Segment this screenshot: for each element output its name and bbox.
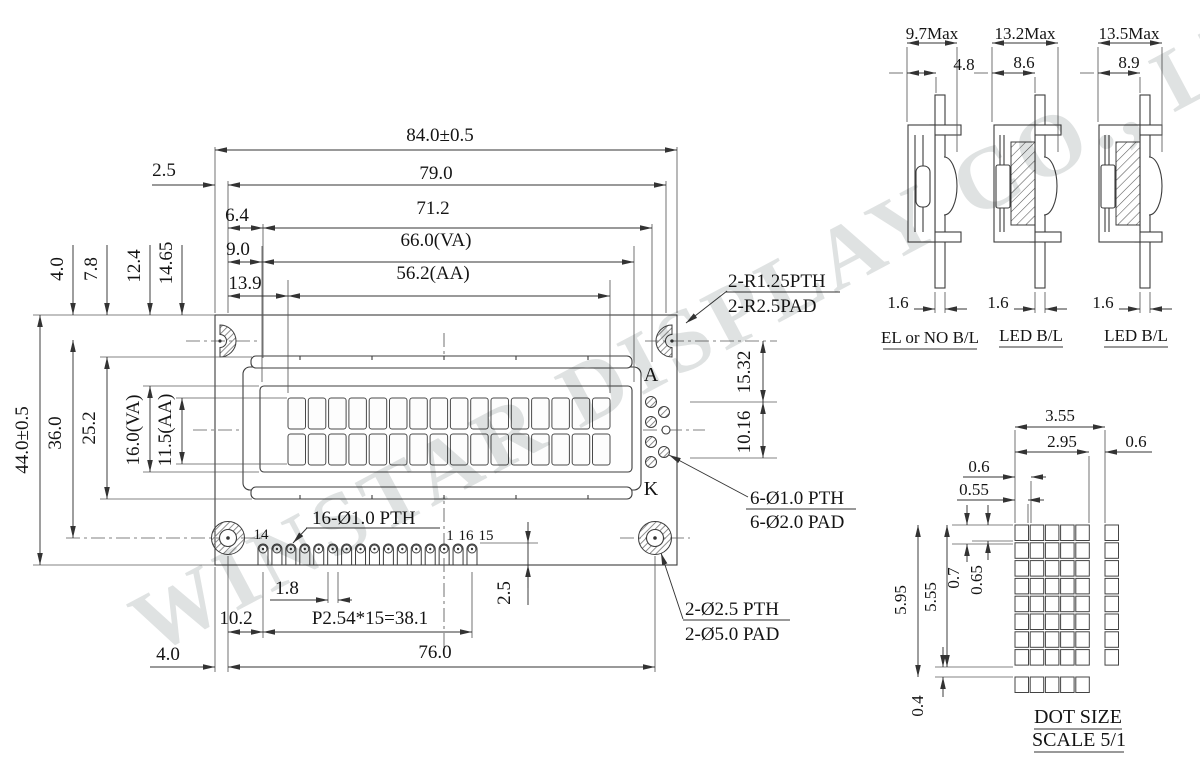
bezel-tab-strip-top <box>250 355 633 369</box>
anode-label: A <box>644 364 659 386</box>
side-view-led-1: 13.2Max 8.6 1.6 LED B/L <box>974 24 1067 348</box>
dim-0-4: 0.4 <box>908 695 927 717</box>
dot-matrix-cursor-row <box>1014 676 1090 693</box>
dim-2-5-top: 2.5 <box>152 160 176 181</box>
bezel-tab-strip-bottom <box>250 486 633 500</box>
elastomer <box>915 165 931 208</box>
reflector <box>1100 164 1116 209</box>
dim-overall-width: 84.0±0.5 <box>406 125 473 146</box>
viewing-area <box>259 385 633 473</box>
dim-13-5max: 13.5Max <box>1099 24 1160 43</box>
led-backlight-block <box>1115 141 1141 226</box>
dim-aa-height: 11.5(AA) <box>155 394 176 467</box>
pin-row <box>257 543 478 565</box>
dim-15-32: 15.32 <box>734 351 755 394</box>
reflector <box>995 164 1011 209</box>
dim-overall-height: 44.0±0.5 <box>12 406 33 473</box>
dim-pcb-1-6-c: 1.6 <box>1092 293 1113 312</box>
dot-size-title: DOT SIZE <box>1034 706 1122 728</box>
dim-12-4: 12.4 <box>124 249 145 283</box>
note-mount-holes-1: 2-Ø2.5 PTH <box>685 599 779 620</box>
cob-epoxy-bump <box>1043 156 1058 216</box>
cob-epoxy-bump <box>1148 156 1163 216</box>
dimensions-right: 15.32 10.16 2-R1.25PTH 2-R2.5PAD 6-Ø1.0 … <box>668 271 856 533</box>
label-led-bl-1: LED B/L <box>999 326 1063 345</box>
dim-9: 9.0 <box>226 239 250 260</box>
front-view: A K 14 1 16 15 84.0 <box>12 125 856 672</box>
dot-matrix-main <box>1014 524 1090 666</box>
dimensions-bottom: 1.8 10.2 P2.54*15=38.1 2.5 76.0 4.0 16-Ø… <box>150 508 790 672</box>
dim-2-5-bottom: 2.5 <box>494 581 515 605</box>
dim-0-55: 0.55 <box>959 480 989 499</box>
dimensions-top: 84.0±0.5 79.0 2.5 6.4 71.2 9.0 66.0(VA) … <box>152 125 678 393</box>
corner-notch-left <box>218 324 237 358</box>
dim-71-2: 71.2 <box>416 198 449 219</box>
dim-2-95: 2.95 <box>1047 432 1077 451</box>
dim-pitch: P2.54*15=38.1 <box>312 608 428 629</box>
dim-va-width: 66.0(VA) <box>401 230 472 251</box>
dim-5-55: 5.55 <box>921 582 940 612</box>
cob-epoxy-bump <box>943 156 958 216</box>
dim-pcb-1-6-b: 1.6 <box>987 293 1008 312</box>
dim-3-55: 3.55 <box>1045 406 1075 425</box>
dim-pcb-1-6-a: 1.6 <box>887 293 908 312</box>
dim-7-8: 7.8 <box>81 257 102 281</box>
dim-36: 36.0 <box>45 416 66 449</box>
character-cell-grid <box>287 397 611 466</box>
label-led-bl-2: LED B/L <box>1104 326 1168 345</box>
pin-label-14: 14 <box>254 527 270 543</box>
dim-4-bottom: 4.0 <box>156 644 180 665</box>
note-mount-holes-2: 2-Ø5.0 PAD <box>685 624 779 645</box>
note-pin-holes: 16-Ø1.0 PTH <box>312 508 416 529</box>
mount-hole-right <box>638 521 672 555</box>
mount-hole-left <box>211 521 245 555</box>
dim-79: 79.0 <box>419 163 452 184</box>
dim-13-2max: 13.2Max <box>995 24 1056 43</box>
corner-notch-right <box>655 324 674 358</box>
led-backlight-block <box>1010 141 1036 226</box>
bezel-tab-ticks <box>299 356 589 499</box>
alignment-hole <box>661 425 671 435</box>
dim-va-height: 16.0(VA) <box>123 395 144 466</box>
dim-14-65: 14.65 <box>156 242 177 285</box>
dim-8-9: 8.9 <box>1118 53 1139 72</box>
pcb-outline <box>214 314 678 566</box>
side-views: 9.7Max 4.8 1.6 EL or NO B/L <box>881 24 1172 350</box>
dot-matrix-next-char-column <box>1104 524 1119 666</box>
dim-5-95: 5.95 <box>891 585 910 615</box>
dim-0-6-left: 0.6 <box>968 457 989 476</box>
note-corner-hole-2: 2-R2.5PAD <box>728 296 817 317</box>
pin-label-16: 16 <box>459 528 475 544</box>
backlight-pads <box>645 396 671 468</box>
dim-10-16: 10.16 <box>734 411 755 454</box>
note-bl-pads-1: 6-Ø1.0 PTH <box>750 488 844 509</box>
dim-4-top: 4.0 <box>47 257 68 281</box>
label-el-bl: EL or NO B/L <box>881 328 979 347</box>
pin-label-1: 1 <box>446 528 454 544</box>
dim-13-9: 13.9 <box>228 273 261 294</box>
dim-10-2: 10.2 <box>219 608 252 629</box>
dot-dimensions: 3.55 2.95 0.6 0.6 0.55 0.7 0.65 5.95 5.5… <box>891 406 1152 717</box>
dim-6-4: 6.4 <box>225 205 249 226</box>
side-view-led-2: 13.5Max 8.9 1.6 LED B/L <box>1080 24 1172 348</box>
dim-0-6-right: 0.6 <box>1125 432 1146 451</box>
dim-0-7: 0.7 <box>944 567 963 589</box>
dim-9-7max: 9.7Max <box>906 24 959 43</box>
dot-size-detail: 3.55 2.95 0.6 0.6 0.55 0.7 0.65 5.95 5.5… <box>891 406 1152 753</box>
dim-aa-width: 56.2(AA) <box>396 263 469 284</box>
note-bl-pads-2: 6-Ø2.0 PAD <box>750 512 844 533</box>
dim-76: 76.0 <box>418 642 451 663</box>
side-view-el: 9.7Max 4.8 1.6 EL or NO B/L <box>881 24 979 350</box>
dim-25-2: 25.2 <box>79 411 100 444</box>
pin-label-15: 15 <box>479 528 494 544</box>
dim-1-8: 1.8 <box>275 578 299 599</box>
cathode-label: K <box>644 478 659 500</box>
note-corner-hole-1: 2-R1.25PTH <box>728 271 826 292</box>
dim-8-6: 8.6 <box>1013 53 1034 72</box>
dot-size-scale: SCALE 5/1 <box>1032 729 1126 751</box>
dimensions-left: 44.0±0.5 36.0 25.2 16.0(VA) 11.5(AA) 4.0… <box>12 242 287 566</box>
dim-0-65: 0.65 <box>967 565 986 595</box>
dim-4-8: 4.8 <box>953 55 974 74</box>
